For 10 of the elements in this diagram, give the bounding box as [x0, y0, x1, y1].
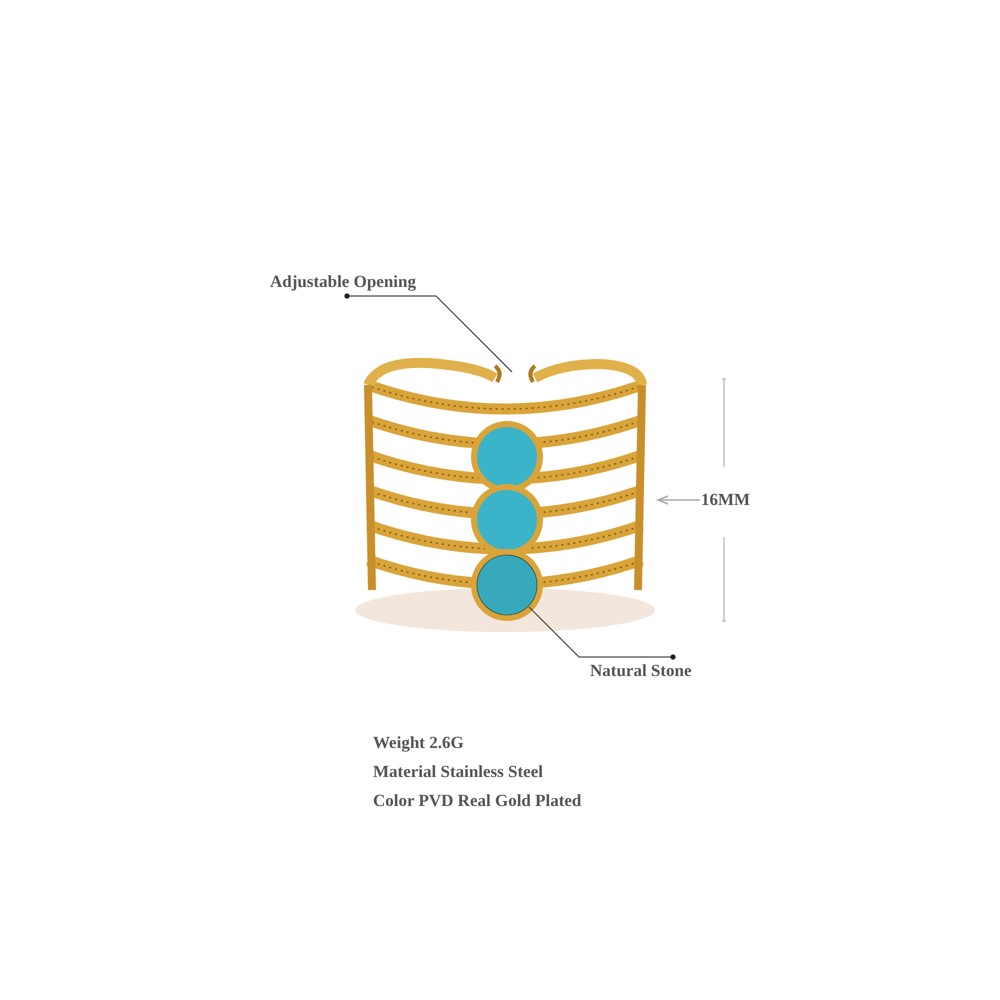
- spec-text: Material Stainless Steel: [373, 762, 543, 782]
- leader-line: [344, 293, 512, 372]
- leader-line: [528, 606, 676, 660]
- callout-text: Adjustable Opening: [270, 272, 416, 292]
- stone-circle: [476, 554, 538, 616]
- dimension-label: 16MM: [701, 490, 750, 510]
- spec-text: Weight 2.6G: [373, 733, 464, 753]
- ring-opening: [494, 364, 536, 383]
- spec-text: Color PVD Real Gold Plated: [373, 791, 582, 811]
- callout-text: Natural Stone: [590, 661, 692, 681]
